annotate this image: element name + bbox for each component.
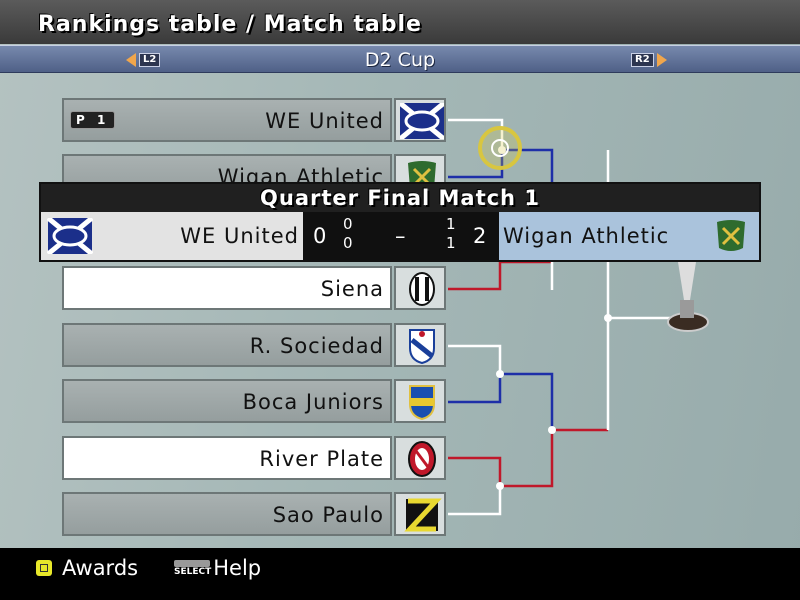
sao-paulo-crest-icon [394, 492, 446, 536]
title-bar: Rankings table / Match table [0, 0, 800, 44]
arrow-left-icon [126, 52, 136, 67]
player-1-badge: P 1 [70, 111, 116, 129]
team-row-we-united[interactable]: P 1 WE United [62, 98, 392, 142]
arrow-right-icon [656, 52, 667, 67]
line-qf4-winner [500, 430, 554, 488]
real-sociedad-crest-icon [394, 323, 446, 367]
we-united-crest-icon [47, 218, 93, 254]
select-button-label: SELECT [174, 566, 212, 577]
away-team-panel: Wigan Athletic [499, 212, 759, 260]
button-hint-bar: Awards SELECT Help [0, 548, 800, 600]
trophy-icon [667, 262, 709, 332]
awards-label: Awards [62, 556, 139, 580]
node-sf2 [548, 426, 556, 434]
team-row-boca-juniors[interactable]: Boca Juniors [62, 379, 392, 423]
team-name: Boca Juniors [242, 390, 384, 414]
team-row-sao-paulo[interactable]: Sao Paulo [62, 492, 392, 536]
page-title: Rankings table / Match table [38, 12, 422, 37]
home-team-panel: WE United [41, 212, 303, 260]
l2-button-label: L2 [139, 52, 161, 67]
team-name: River Plate [259, 447, 384, 471]
node-qf3 [496, 370, 504, 378]
help-label: Help [213, 556, 262, 580]
next-cup-button[interactable]: R2 [628, 52, 667, 67]
r2-button-label: R2 [631, 52, 654, 67]
cup-name: D2 Cup [364, 49, 436, 71]
team-name: R. Sociedad [249, 334, 384, 358]
wigan-athletic-crest-icon [717, 220, 745, 251]
cup-selector-bar: L2 D2 Cup R2 [0, 45, 800, 73]
node-qf1 [498, 146, 506, 154]
line-real-sociedad [448, 344, 502, 374]
line-river-plate [448, 456, 502, 486]
match-result-popup: Quarter Final Match 1 WE United 0 0 0 – … [39, 182, 761, 262]
boca-juniors-crest-icon [394, 379, 446, 423]
away-total-score: 2 [473, 224, 487, 248]
team-row-siena[interactable]: Siena [62, 266, 392, 310]
line-sao-paulo [448, 486, 502, 516]
previous-cup-button[interactable]: L2 [126, 52, 163, 67]
team-row-real-sociedad[interactable]: R. Sociedad [62, 323, 392, 367]
team-name: Sao Paulo [272, 503, 384, 527]
node-qf4 [496, 482, 504, 490]
awards-button[interactable]: Awards [36, 556, 138, 580]
line-wigan-athletic [448, 150, 504, 179]
home-total-score: 0 [313, 224, 327, 248]
away-leg1-score: 1 [446, 215, 456, 233]
team-name: Siena [320, 277, 384, 301]
help-button[interactable]: SELECT Help [174, 556, 261, 580]
score-separator: – [395, 224, 406, 248]
we-united-crest-icon [394, 98, 446, 142]
square-button-icon [36, 560, 52, 576]
line-siena [448, 262, 502, 291]
node-final [604, 314, 612, 322]
team-row-river-plate[interactable]: River Plate [62, 436, 392, 480]
home-leg1-score: 0 [343, 215, 353, 233]
siena-crest-icon [394, 266, 446, 310]
away-leg2-score: 1 [446, 234, 456, 252]
select-button-icon: SELECT [174, 559, 212, 577]
river-plate-crest-icon [394, 436, 446, 480]
team-name: WE United [265, 109, 384, 133]
line-qf3-winner [500, 372, 554, 430]
selection-cursor-icon[interactable] [478, 126, 522, 170]
home-team-name: WE United [180, 224, 299, 248]
score-panel: 0 0 0 – 1 1 2 [303, 212, 499, 260]
match-title: Quarter Final Match 1 [41, 184, 759, 212]
line-boca-juniors [448, 374, 502, 404]
home-leg2-score: 0 [343, 234, 353, 252]
away-team-name: Wigan Athletic [503, 224, 670, 248]
